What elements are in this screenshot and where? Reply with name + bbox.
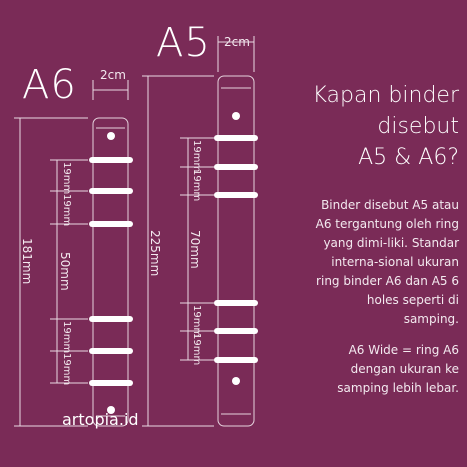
description-paragraph-1: Binder disebut A5 atau A6 tergantung ole… — [315, 198, 459, 326]
a5-top-dimension: 19mm — [191, 140, 202, 173]
heading-line-1: Kapan binder — [312, 83, 459, 108]
a6-width-label: 2cm — [100, 68, 126, 82]
a5-mid-dimension: 70mm — [188, 230, 202, 269]
a5-bot2-dimension: 19mm — [191, 333, 202, 366]
a6-top-dimension: 19mm — [61, 162, 72, 195]
heading-line-2: disebut — [377, 114, 459, 139]
a6-total-dimension: 181mm — [20, 238, 34, 285]
a6-width-dimension — [92, 80, 129, 100]
a5-label: A5 — [156, 20, 211, 66]
a5-height-dimensions — [142, 75, 214, 427]
brand-logo: artopia.id — [62, 410, 139, 429]
a5-binder-strip — [214, 75, 258, 427]
a6-binder-strip — [89, 117, 133, 427]
a5-width-dimension — [217, 36, 255, 72]
heading: Kapan binder disebut A5 & A6? — [239, 80, 459, 173]
a6-bot2-dimension: 19mm — [61, 353, 72, 386]
a6-top2-dimension: 19mm — [61, 194, 72, 227]
description-paragraph-2: A6 Wide = ring A6 dengan ukuran ke sampi… — [337, 343, 459, 395]
heading-line-3: A5 & A6? — [358, 145, 459, 170]
a5-top2-dimension: 19mm — [191, 169, 202, 202]
a5-total-dimension: 225mm — [148, 230, 162, 277]
a6-mid-dimension: 50mm — [58, 252, 72, 291]
description: Binder disebut A5 atau A6 tergantung ole… — [309, 196, 459, 410]
a6-bot-dimension: 19mm — [61, 321, 72, 354]
a6-height-dimensions — [14, 117, 88, 427]
a6-label: A6 — [22, 62, 77, 108]
